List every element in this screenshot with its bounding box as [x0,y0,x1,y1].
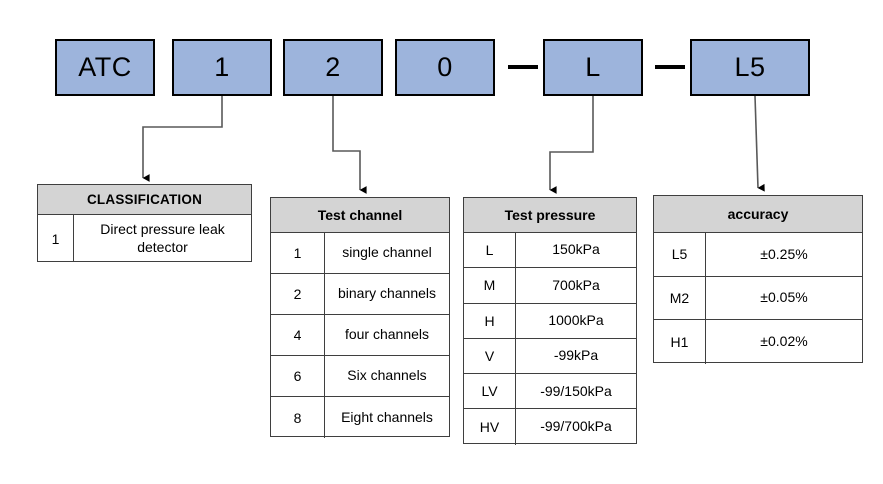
code-box-accuracy[interactable]: L5 [690,39,810,96]
cell-code: H [464,303,516,338]
cell-description: Eight channels [341,408,433,425]
table-row: V -99kPa [464,338,636,375]
table-test-channel: Test channel 1 single channel 2 binary c… [270,197,450,438]
cell-description: single channel [342,244,432,261]
cell-code: 2 [271,274,325,314]
cell-code: M2 [654,276,706,319]
cell-description: Six channels [347,367,427,384]
cell-code: 1 [271,233,325,273]
cell-code: M [464,268,516,303]
table-classification: CLASSIFICATION 1 Direct pressure leak de… [37,184,252,262]
table-row: H 1000kPa [464,303,636,339]
cell-description: -99/700kPa [540,418,612,435]
cell-code: HV [464,409,516,445]
cell-description: ±0.25% [760,245,808,262]
code-box-classification[interactable]: 1 [172,39,272,96]
cell-description: 1000kPa [548,311,604,328]
table-row: LV -99/150kPa [464,374,636,410]
code-box-test-channel[interactable]: 2 [283,39,383,96]
cell-description: -99kPa [553,347,599,364]
dash-separator-1 [508,65,538,69]
table-accuracy-header: accuracy [654,196,862,233]
table-row: 2 binary channels [271,274,449,315]
cell-description: 700kPa [552,276,600,293]
table-test-pressure-header: Test pressure [464,198,636,233]
table-row: HV -99/700kPa [464,409,636,445]
code-box-series[interactable]: ATC [55,39,155,96]
table-row: M2 ±0.05% [654,276,862,320]
cell-code: LV [464,374,516,409]
table-row: 1 Direct pressure leak detector [38,215,251,262]
cell-description: Direct pressure leak detector [100,221,225,255]
table-row: 4 four channels [271,315,449,356]
cell-code: 8 [271,397,325,438]
table-test-channel-header: Test channel [271,198,449,233]
cell-description: -99/150kPa [540,382,612,399]
table-row: 8 Eight channels [271,397,449,438]
cell-code: H1 [654,320,706,364]
table-row: M 700kPa [464,268,636,304]
cell-description: binary channels [337,285,437,302]
cell-description: ±0.02% [760,333,808,349]
cell-code: L5 [654,233,706,276]
cell-description: four channels [344,326,430,343]
table-accuracy: accuracy L5 ±0.25% M2 ±0.05% H1 ±0.02% [653,195,863,364]
table-row: L5 ±0.25% [654,233,862,277]
code-box-test-pressure[interactable]: L [543,39,643,96]
dash-separator-2 [655,65,685,69]
code-box-zero[interactable]: 0 [395,39,495,96]
cell-code: 6 [271,356,325,396]
cell-code: 4 [271,315,325,355]
table-row: 6 Six channels [271,356,449,397]
table-test-pressure: Test pressure L 150kPa M 700kPa H 1000kP… [463,197,637,445]
table-row: L 150kPa [464,233,636,269]
table-classification-header: CLASSIFICATION [38,185,251,215]
table-row: 1 single channel [271,233,449,274]
cell-description: ±0.05% [760,289,808,305]
cell-code: 1 [38,215,74,262]
table-row: H1 ±0.02% [654,320,862,364]
cell-code: V [464,338,516,374]
cell-description: 150kPa [552,241,600,258]
cell-code: L [464,233,516,268]
